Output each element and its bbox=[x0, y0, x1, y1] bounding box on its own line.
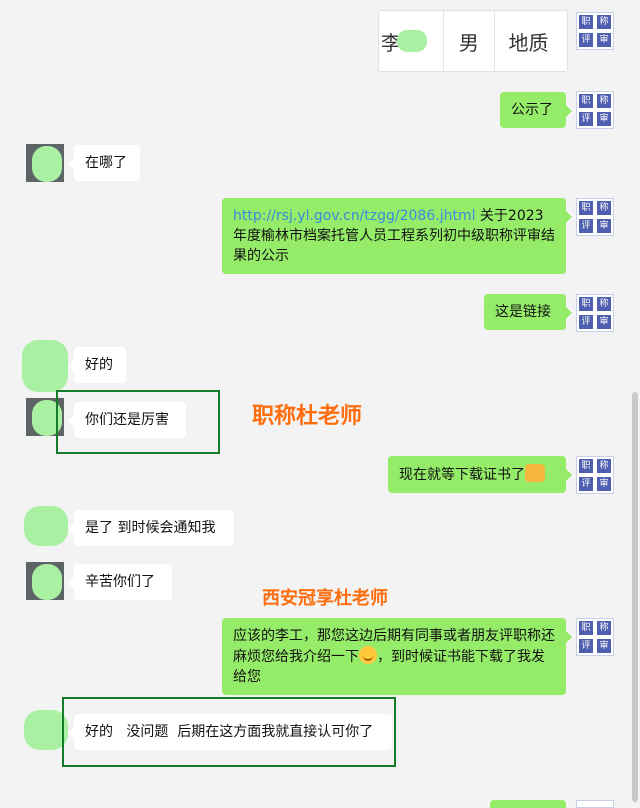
highlight-box bbox=[56, 390, 220, 454]
avatar[interactable] bbox=[22, 340, 68, 392]
smile-emoji-icon bbox=[359, 646, 377, 664]
message-bubble-out[interactable]: 公示了 bbox=[500, 92, 572, 128]
message-bubble-out[interactable] bbox=[490, 800, 566, 808]
message-bubble-in[interactable]: 是了 到时候会通知我 bbox=[68, 510, 234, 546]
avatar[interactable] bbox=[576, 800, 614, 808]
highlight-box bbox=[62, 697, 396, 767]
message-bubble-in[interactable]: 你们还是厉害 bbox=[68, 402, 186, 438]
message-bubble-out[interactable]: 这是链接 bbox=[484, 294, 572, 330]
handshake-emoji-icon bbox=[525, 464, 545, 482]
message-bubble-out[interactable]: http://rsj.yl.gov.cn/tzgg/2086.jhtml 关于2… bbox=[222, 198, 572, 274]
avatar[interactable]: 职称 评审 bbox=[576, 91, 614, 129]
avatar[interactable]: 职称 评审 bbox=[576, 12, 614, 50]
message-bubble-in[interactable]: 好的 bbox=[68, 347, 126, 383]
message-bubble-out[interactable]: 应该的李工，那您这边后期有同事或者朋友评职称还麻烦您给我介绍一下，到时候证书能下… bbox=[222, 618, 572, 695]
message-bubble-out[interactable]: 现在就等下载证书了 bbox=[388, 456, 572, 493]
avatar[interactable] bbox=[24, 710, 68, 750]
table-card[interactable]: 李 男 地质 bbox=[378, 10, 568, 72]
overlay-title: 西安冠享杜老师 bbox=[262, 588, 388, 609]
message-bubble-in[interactable]: 辛苦你们了 bbox=[68, 564, 172, 600]
table-cell-specialty: 地质 bbox=[508, 30, 549, 55]
avatar[interactable]: 职称 评审 bbox=[576, 198, 614, 236]
avatar[interactable]: 职称 评审 bbox=[576, 294, 614, 332]
table-cell-gender: 男 bbox=[444, 11, 495, 71]
overlay-title: 职称杜老师 bbox=[252, 404, 363, 429]
avatar[interactable] bbox=[24, 506, 68, 546]
avatar[interactable] bbox=[26, 562, 64, 600]
message-link[interactable]: http://rsj.yl.gov.cn/tzgg/2086.jhtml bbox=[233, 208, 476, 224]
avatar[interactable]: 职称 评审 bbox=[576, 456, 614, 494]
avatar[interactable]: 职称 评审 bbox=[576, 618, 614, 656]
avatar[interactable] bbox=[26, 144, 64, 182]
message-bubble-in[interactable]: 在哪了 bbox=[68, 145, 140, 181]
message-bubble-in[interactable]: 好的 没问题 后期在这方面我就直接认可你了 bbox=[68, 714, 392, 750]
table-cell-name: 李 bbox=[379, 11, 445, 71]
scrollbar[interactable] bbox=[632, 392, 638, 802]
redaction-blur bbox=[397, 30, 427, 52]
